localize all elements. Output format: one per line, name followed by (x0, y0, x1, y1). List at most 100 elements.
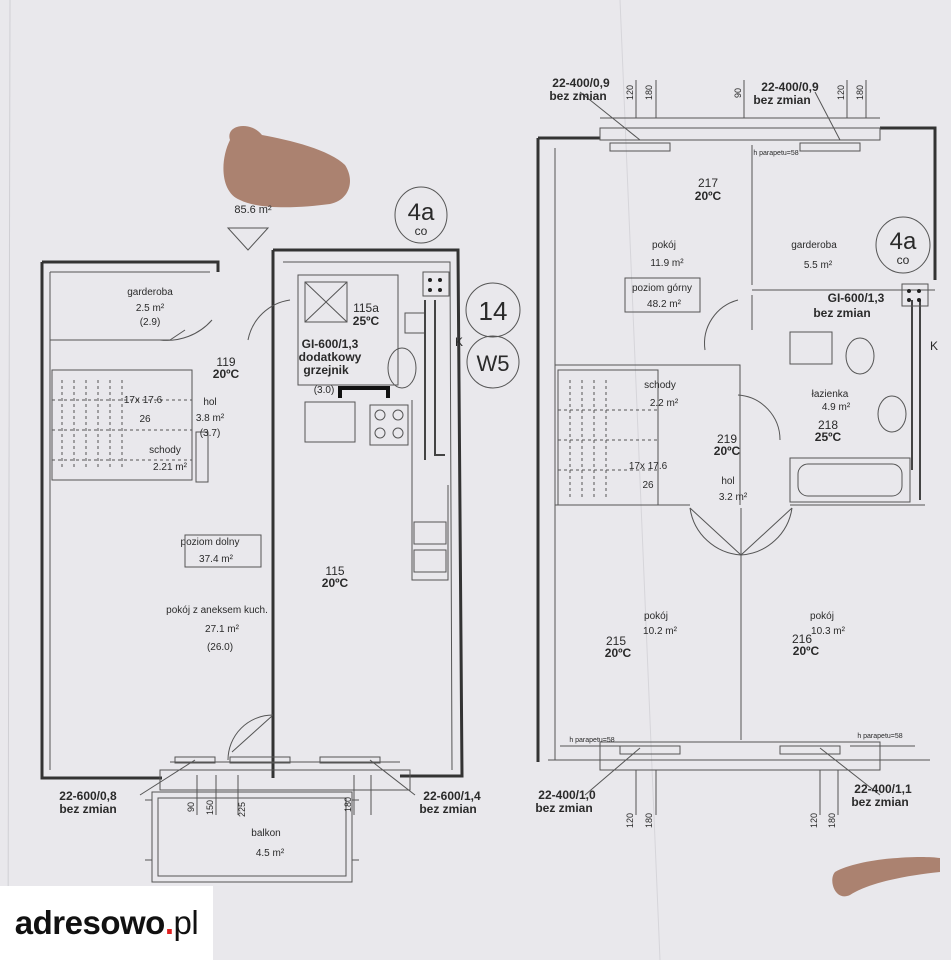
logo-dot: . (164, 904, 174, 941)
room-216-number: 216 (792, 632, 812, 646)
redaction-smudge-right (832, 856, 940, 897)
hol-sub: (3.7) (200, 428, 221, 439)
hol-area: 3.8 m² (196, 413, 225, 424)
radiator-top-right-note: bez zmian (753, 93, 810, 107)
dim-90-top: 90 (733, 88, 743, 98)
kitchen-label: pokój z aneksem kuch. (166, 605, 268, 616)
badge-4a-left: 4a (408, 199, 435, 226)
parapet-top: h parapetu=58 (753, 150, 798, 157)
dim-120-top-right: 120 (836, 85, 846, 100)
poziom-gorny-label: poziom górny (632, 283, 692, 294)
dim-120-bottom-right: 120 (809, 813, 819, 828)
dim-180-bottom-right: 180 (827, 813, 837, 828)
room-217-temp: 20ºC (695, 189, 722, 203)
poziom-dolny-label: poziom dolny (181, 537, 240, 548)
heater-code-left: GI-600/1,3 (302, 337, 359, 351)
room-115a-temp: 25ºC (353, 314, 380, 328)
garderoba-right-label: garderoba (791, 240, 837, 251)
room-115-number: 115 (325, 564, 344, 578)
left-floor-labels: 85.6 m² 4a co 14 W5 garderoba 2.5 m² (2.… (59, 199, 509, 859)
room-115a-number: 115a (353, 301, 379, 315)
dim-180-top: 180 (644, 85, 654, 100)
radiator-bottom-right-code: 22-400/1,1 (854, 782, 912, 796)
room-119-number: 119 (216, 355, 235, 369)
top-area-label: 85.6 m² (234, 204, 272, 216)
room-119-temp: 20ºC (213, 367, 240, 381)
radiator-bottom-left-note: bez zmian (535, 801, 592, 815)
badge-co-right: co (897, 253, 910, 267)
heater-sub-left: (3.0) (314, 385, 335, 396)
balkon-label: balkon (251, 828, 280, 839)
dim-180-top-right: 180 (855, 85, 865, 100)
garderoba-sub: (2.9) (140, 317, 161, 328)
adresowo-logo[interactable]: adresowo.pl (0, 886, 213, 960)
garderoba-area: 2.5 m² (136, 303, 165, 314)
room-216-temp: 20ºC (793, 644, 820, 658)
parapet-bottom-left: h parapetu=58 (569, 737, 614, 744)
logo-brand: adresowo (14, 904, 166, 941)
pokoj-top-label: pokój (652, 240, 676, 251)
room-219-number: 219 (717, 432, 737, 446)
room-217-number: 217 (698, 176, 718, 190)
schody-right-label: schody (644, 380, 676, 391)
badge-co-left: co (415, 224, 428, 238)
k-marker-right: K (930, 339, 938, 353)
radiator-bottom-right-note: bez zmian (851, 795, 908, 809)
radiator-left-note: bez zmian (59, 802, 116, 816)
heater-line3-left: grzejnik (303, 363, 349, 377)
hol-right-area: 3.2 m² (719, 492, 748, 503)
radiator-right-code: 22-600/1,4 (423, 789, 481, 803)
pokoj-right-area: 10.3 m² (811, 626, 846, 637)
schody-right-area: 2.2 m² (650, 398, 679, 409)
dim-225-left: 225 (237, 802, 247, 817)
stairs-dims: 17x 17.6 (124, 395, 163, 406)
radiator-top-left-code: 22-400/0,9 (552, 76, 610, 90)
room-215-temp: 20ºC (605, 646, 632, 660)
pokoj-left-area: 10.2 m² (643, 626, 678, 637)
pokoj-left-label: pokój (644, 611, 668, 622)
pokoj-top-area: 11.9 m² (650, 258, 684, 269)
poziom-gorny-area: 48.2 m² (647, 299, 682, 310)
logo-tld: pl (173, 904, 199, 941)
garderoba-label: garderoba (127, 287, 173, 298)
lazienka-label: łazienka (812, 389, 849, 400)
parapet-bottom-right: h parapetu=58 (857, 733, 902, 740)
stairs-right-dims: 17x 17.6 (629, 461, 668, 472)
dim-150-left: 150 (205, 800, 215, 815)
dim-180-left: 180 (343, 797, 353, 812)
radiator-bottom-left-code: 22-400/1,0 (538, 788, 596, 802)
room-215-number: 215 (606, 634, 626, 648)
dim-180-bottom-left: 180 (644, 813, 654, 828)
dim-120-bottom-left: 120 (625, 813, 635, 828)
hol-right-label: hol (721, 476, 734, 487)
balkon-area: 4.5 m² (256, 848, 285, 859)
pokoj-right-label: pokój (810, 611, 834, 622)
redaction-smudge (223, 125, 350, 208)
badge-14: 14 (479, 296, 508, 326)
hol-label: hol (203, 397, 216, 408)
schody-label: schody (149, 445, 181, 456)
garderoba-right-area: 5.5 m² (804, 260, 833, 271)
badge-w5: W5 (477, 351, 510, 376)
dim-120-top: 120 (625, 85, 635, 100)
radiator-left-code: 22-600/0,8 (59, 789, 117, 803)
stairs-count: 26 (139, 414, 151, 425)
radiator-top-left-note: bez zmian (549, 89, 606, 103)
heater-note-right: bez zmian (813, 306, 870, 320)
room-218-number: 218 (818, 418, 838, 432)
room-218-temp: 25ºC (815, 430, 842, 444)
lazienka-area: 4.9 m² (822, 402, 851, 413)
right-floor-labels: 22-400/0,9 bez zmian 22-400/0,9 bez zmia… (535, 76, 917, 828)
stairs-right-count: 26 (642, 480, 654, 491)
heater-line2-left: dodatkowy (299, 350, 362, 364)
right-floor-plan: K (536, 80, 940, 897)
dim-90-left: 90 (186, 802, 196, 812)
badge-4a-right: 4a (890, 228, 917, 255)
schody-area: 2.21 m² (153, 462, 188, 473)
radiator-top-right-code: 22-400/0,9 (761, 80, 819, 94)
room-219-temp: 20ºC (714, 444, 741, 458)
kitchen-sub: (26.0) (207, 642, 233, 653)
radiator-right-note: bez zmian (419, 802, 476, 816)
heater-code-right: GI-600/1,3 (828, 291, 885, 305)
